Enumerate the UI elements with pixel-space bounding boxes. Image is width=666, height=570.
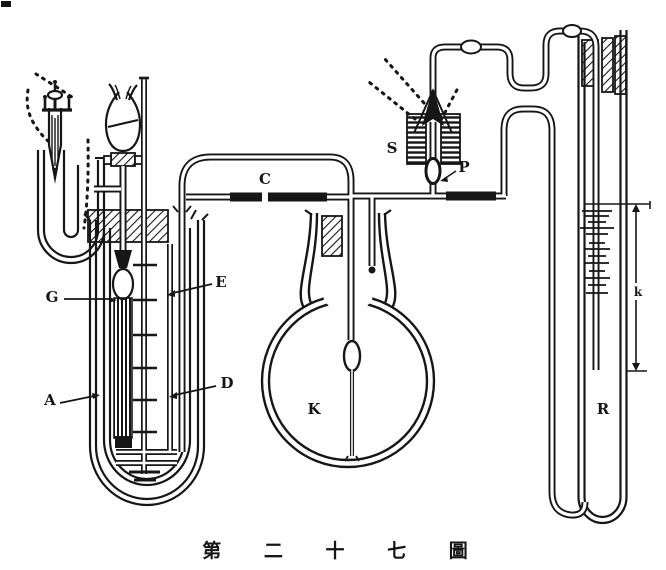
dotted-lead-3: [82, 138, 90, 230]
capillary-C: [230, 191, 496, 202]
furnace-S: [406, 88, 461, 165]
label-A: A: [43, 391, 56, 409]
dropping-funnel: [104, 83, 142, 153]
leader-lines: [59, 170, 457, 404]
label-K: K: [307, 400, 321, 418]
dewar-stopper: [87, 209, 169, 243]
label-P: P: [458, 158, 469, 176]
electrode-assembly: [42, 80, 72, 184]
label-k-dimension: k: [634, 285, 643, 299]
tube-R-stopper-right: [614, 35, 627, 95]
dimension-k: [627, 204, 647, 372]
sealed-cone: [422, 88, 444, 126]
ground-joint-1: [460, 39, 482, 55]
dotted-leads: [25, 56, 461, 230]
rod-graduations: [129, 76, 160, 482]
dotted-ray-1: [382, 56, 426, 105]
figure-caption: 第 二 十 七 圖: [202, 539, 485, 562]
dotted-ray-2: [367, 80, 417, 121]
dotted-lead-1: [34, 72, 74, 99]
part-labels: A C D E G K P R S k: [43, 139, 643, 418]
stoppers: [87, 35, 627, 257]
bulb-P: [424, 157, 442, 185]
ground-joint-2: [562, 24, 582, 38]
dotted-ray-3: [439, 84, 461, 122]
inner-cell-G: [111, 250, 135, 448]
bottom-entry-loop-to-R: [500, 105, 589, 519]
capillary-right-segment: [446, 191, 496, 201]
label-E: E: [215, 273, 226, 291]
u-tube-cell: [36, 150, 106, 265]
tube-R: [577, 30, 628, 525]
print-speck: [1, 1, 11, 7]
label-D: D: [220, 374, 233, 392]
label-G: G: [46, 288, 59, 306]
funnel-liquid-line: [107, 119, 139, 128]
k-inner-bulb-tube: [342, 339, 362, 462]
label-S: S: [387, 139, 398, 157]
label-C: C: [259, 170, 271, 188]
flask-K-stopper: [321, 215, 343, 257]
funnel-stopcock: [110, 152, 136, 167]
label-R: R: [597, 400, 610, 418]
liquid-level-marks: [580, 201, 651, 294]
side-tube-tip: [368, 266, 376, 274]
dotted-lead-2: [25, 88, 50, 143]
tube-R-stopper-mid: [601, 37, 614, 93]
